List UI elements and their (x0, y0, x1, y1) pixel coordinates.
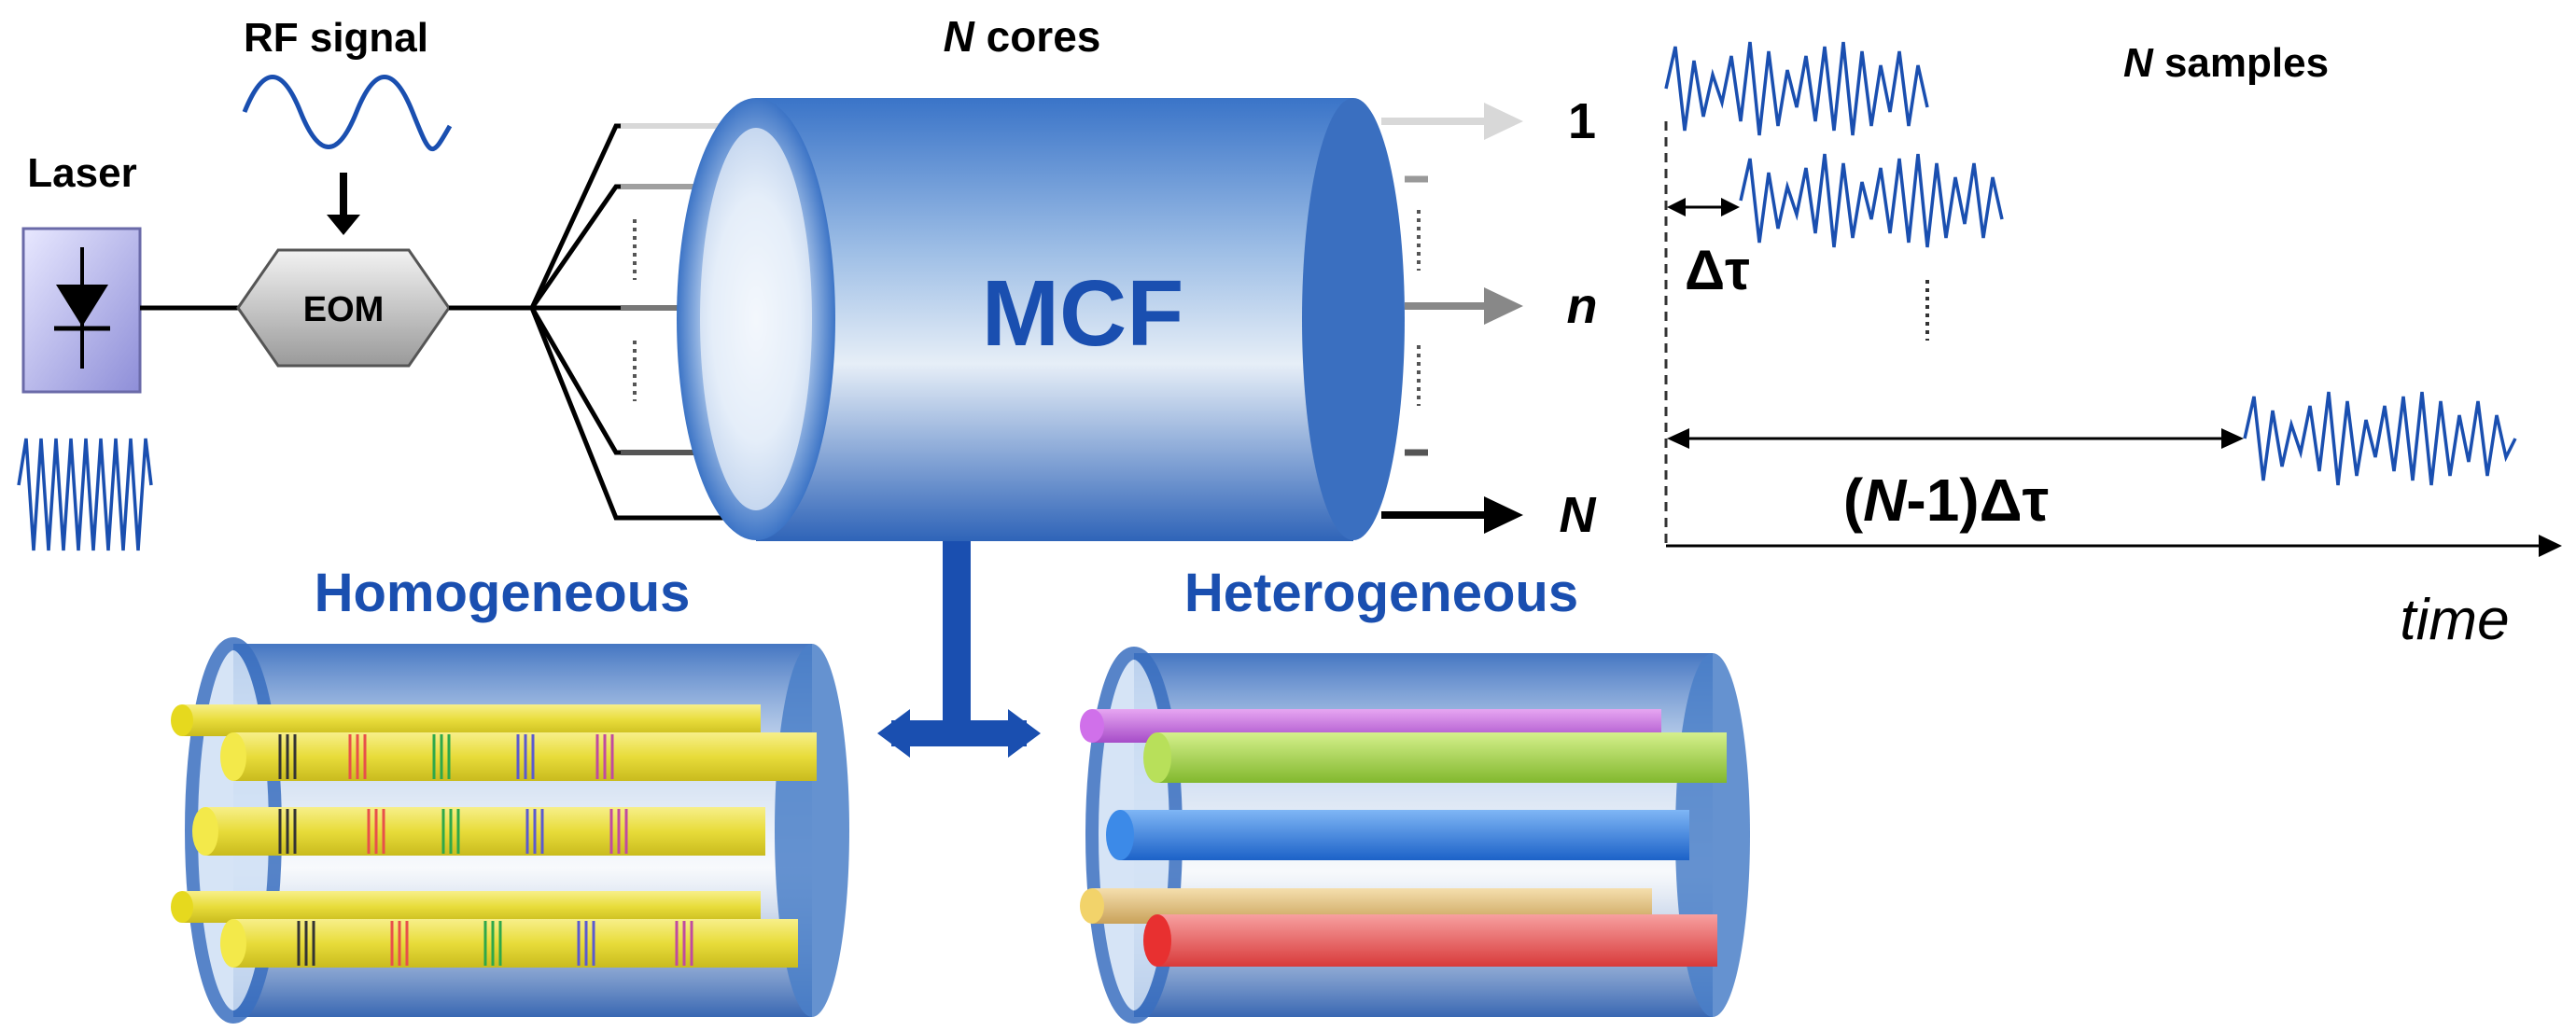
output-n-label: n (1567, 278, 1598, 334)
homogeneous-mcf (171, 637, 849, 1024)
laser-optical-carrier-icon (17, 438, 153, 551)
output-arrow-N-head (1484, 496, 1523, 534)
mcf-type-connector (877, 541, 1041, 758)
n-cores-label: N cores (944, 12, 1101, 61)
heterogeneous-label: Heterogeneous (1184, 563, 1578, 623)
homogeneous-core-1 (171, 704, 761, 736)
mcf-cylinder (677, 98, 1405, 541)
total-delay-arrow-left-head (1667, 428, 1689, 449)
sample-waveform-2 (1739, 153, 2004, 248)
output-1-label: 1 (1568, 93, 1596, 149)
eom-label: EOM (303, 290, 385, 329)
rf-sine-icon (242, 75, 453, 151)
sample-waveform-N (2243, 391, 2517, 486)
total-delay-arrow-right-head (2221, 428, 2244, 449)
output-N-label: N (1560, 487, 1597, 543)
delta-tau-arrow-left-head (1667, 198, 1686, 216)
homogeneous-label: Homogeneous (315, 563, 691, 623)
homogeneous-core-2 (220, 732, 817, 781)
laser-label: Laser (27, 150, 136, 196)
homogeneous-core-4 (171, 891, 761, 923)
homogeneous-core-3 (192, 807, 765, 856)
rf-signal-label: RF signal (244, 15, 428, 61)
output-arrow-1-head (1484, 103, 1523, 140)
delta-tau-arrow-right-head (1721, 198, 1740, 216)
rf-arrow-head (327, 215, 360, 235)
heterogeneous-core-red (1143, 914, 1717, 967)
delta-tau-label: Δτ (1685, 239, 1750, 301)
n-samples-label: N samples (2123, 40, 2329, 86)
heterogeneous-core-green (1143, 732, 1727, 783)
output-arrow-n-head (1484, 287, 1523, 325)
sample-waveform-1 (1664, 41, 1929, 136)
time-axis-arrow-head (2539, 535, 2562, 557)
eom-modulator: EOM (236, 248, 451, 368)
time-label: time (2400, 588, 2509, 652)
mcf-label: MCF (982, 261, 1184, 366)
total-delay-label: (N-1)Δτ (1843, 467, 2049, 534)
homogeneous-core-5 (220, 919, 798, 968)
heterogeneous-core-blue (1106, 810, 1689, 860)
heterogeneous-mcf (1080, 647, 1750, 1024)
laser-diode-icon (21, 227, 142, 394)
